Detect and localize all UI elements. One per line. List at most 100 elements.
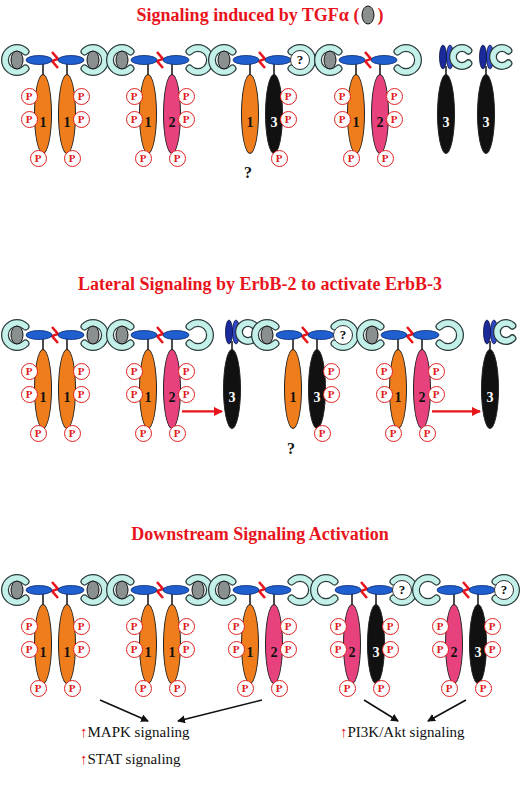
phosphate-site: P [334, 111, 351, 128]
binding-domain-outline [318, 48, 338, 72]
phosphate-site-label: P [233, 620, 240, 632]
tgf-alpha-ligand [192, 581, 204, 599]
erbb-receptor-label: 1 [247, 645, 254, 660]
phosphate-site: P [382, 641, 399, 658]
dimerization-arm [233, 56, 259, 65]
erbb-receptor-label: 1 [64, 645, 71, 660]
erbb-receptor: 3 [223, 349, 241, 429]
up-arrow: ↑ [80, 724, 88, 741]
erbb-receptor-label: 3 [443, 115, 450, 130]
erbb-receptor-label: 2 [169, 115, 176, 130]
phosphate-site-label: P [339, 90, 346, 102]
phosphate-site-label: P [339, 113, 346, 125]
phosphate-site: P [376, 386, 393, 403]
phosphate-site-label: P [78, 620, 85, 632]
phosphate-site-label: P [433, 388, 440, 400]
dimerization-arm [131, 56, 157, 65]
phosphate-site: P [386, 88, 403, 105]
phosphate-site-label: P [140, 427, 147, 439]
tgf-alpha-ligand [116, 581, 128, 599]
erbb-receptor-label: 1 [145, 390, 152, 405]
section-title-text: Signaling induced by TGFα ( [137, 5, 360, 26]
dimerization-arm [26, 56, 52, 65]
erbb-receptor-label: 2 [349, 645, 356, 660]
erbb-receptor: 3 [477, 74, 495, 154]
phosphate-site: P [432, 618, 449, 635]
erbb-receptor-label: 3 [271, 115, 278, 130]
pathway-label: ↑ MAPK signaling [80, 724, 190, 741]
phosphate-site: P [334, 88, 351, 105]
dimer-contact [463, 582, 469, 598]
phosphate-site-label: P [26, 620, 33, 632]
pathway-text: STAT signaling [88, 751, 181, 768]
phosphate-site: P [385, 425, 402, 442]
dimer-contact [259, 52, 265, 68]
unknown-mark: ? [244, 164, 252, 182]
phosphate-site-label: P [381, 388, 388, 400]
phosphate-site-label: P [437, 643, 444, 655]
erbb-receptor-label: 1 [395, 390, 402, 405]
section-title: Signaling induced by TGFα ( ) [0, 4, 520, 26]
binding-domain-outline [398, 48, 418, 72]
phosphate-site: P [30, 680, 47, 697]
receptor-extracellular [5, 578, 105, 608]
phosphate-site-label: P [183, 388, 190, 400]
binding-domain [5, 323, 25, 347]
phosphate-site-label: P [344, 682, 351, 694]
binding-domain [190, 48, 210, 72]
section-title-text: ) [377, 5, 383, 26]
erbb-receptor-label: 2 [451, 645, 458, 660]
dimerization-arm [233, 586, 259, 595]
dimer-contact [52, 327, 58, 343]
erbb-receptor-label: 3 [483, 115, 490, 130]
dimerization-arm [131, 586, 157, 595]
binding-domain-outline [5, 323, 25, 347]
phosphate-site-label: P [276, 682, 283, 694]
unknown-ligand-label: ? [297, 52, 304, 67]
phosphate-site: P [73, 363, 90, 380]
receptor-extracellular [484, 320, 513, 353]
phosphate-site-label: P [276, 152, 283, 164]
phosphate-site-label: P [242, 682, 249, 694]
phosphate-site-label: P [131, 388, 138, 400]
erbb-receptor-label: 1 [40, 645, 47, 660]
phosphate-site: P [330, 618, 347, 635]
phosphate-site: P [21, 386, 38, 403]
phosphate-site: P [178, 88, 195, 105]
phosphate-site: P [330, 641, 347, 658]
signal-arrow [428, 700, 466, 721]
phosphate-site: P [64, 150, 81, 167]
phosphate-site: P [178, 618, 195, 635]
receptor-extracellular [255, 323, 355, 353]
phosphate-site: P [73, 386, 90, 403]
receptor-extracellular [212, 578, 312, 608]
erbb-receptor-label: 1 [40, 390, 47, 405]
tgf-alpha-ligand [218, 581, 230, 599]
unknown-ligand-label: ? [399, 582, 406, 597]
dimerization-arm [163, 586, 189, 595]
phosphate-site-label: P [183, 620, 190, 632]
binding-domain [453, 48, 468, 66]
closed-domain [440, 45, 447, 69]
erbb-receptor-label: 1 [169, 645, 176, 660]
phosphate-site: P [126, 363, 143, 380]
ligand-symbol [360, 4, 376, 26]
phosphate-site-label: P [183, 365, 190, 377]
binding-domain-outline [416, 578, 436, 602]
phosphate-site-label: P [78, 90, 85, 102]
unknown-ligand-label: ? [340, 327, 347, 342]
binding-domain-outline [110, 578, 130, 602]
binding-domain [440, 323, 460, 347]
phosphate-site-label: P [387, 643, 394, 655]
unknown-mark: ? [287, 440, 295, 458]
dimer-contact [52, 52, 58, 68]
binding-domain-outline [212, 578, 232, 602]
binding-domain-outline [190, 48, 210, 72]
tgf-alpha-ligand [11, 326, 23, 344]
phosphate-site-label: P [131, 643, 138, 655]
phosphate-site: P [64, 680, 81, 697]
phosphate-site-label: P [348, 152, 355, 164]
binding-domain [110, 323, 130, 347]
unknown-ligand: ? [290, 50, 310, 70]
binding-domain [360, 323, 380, 347]
